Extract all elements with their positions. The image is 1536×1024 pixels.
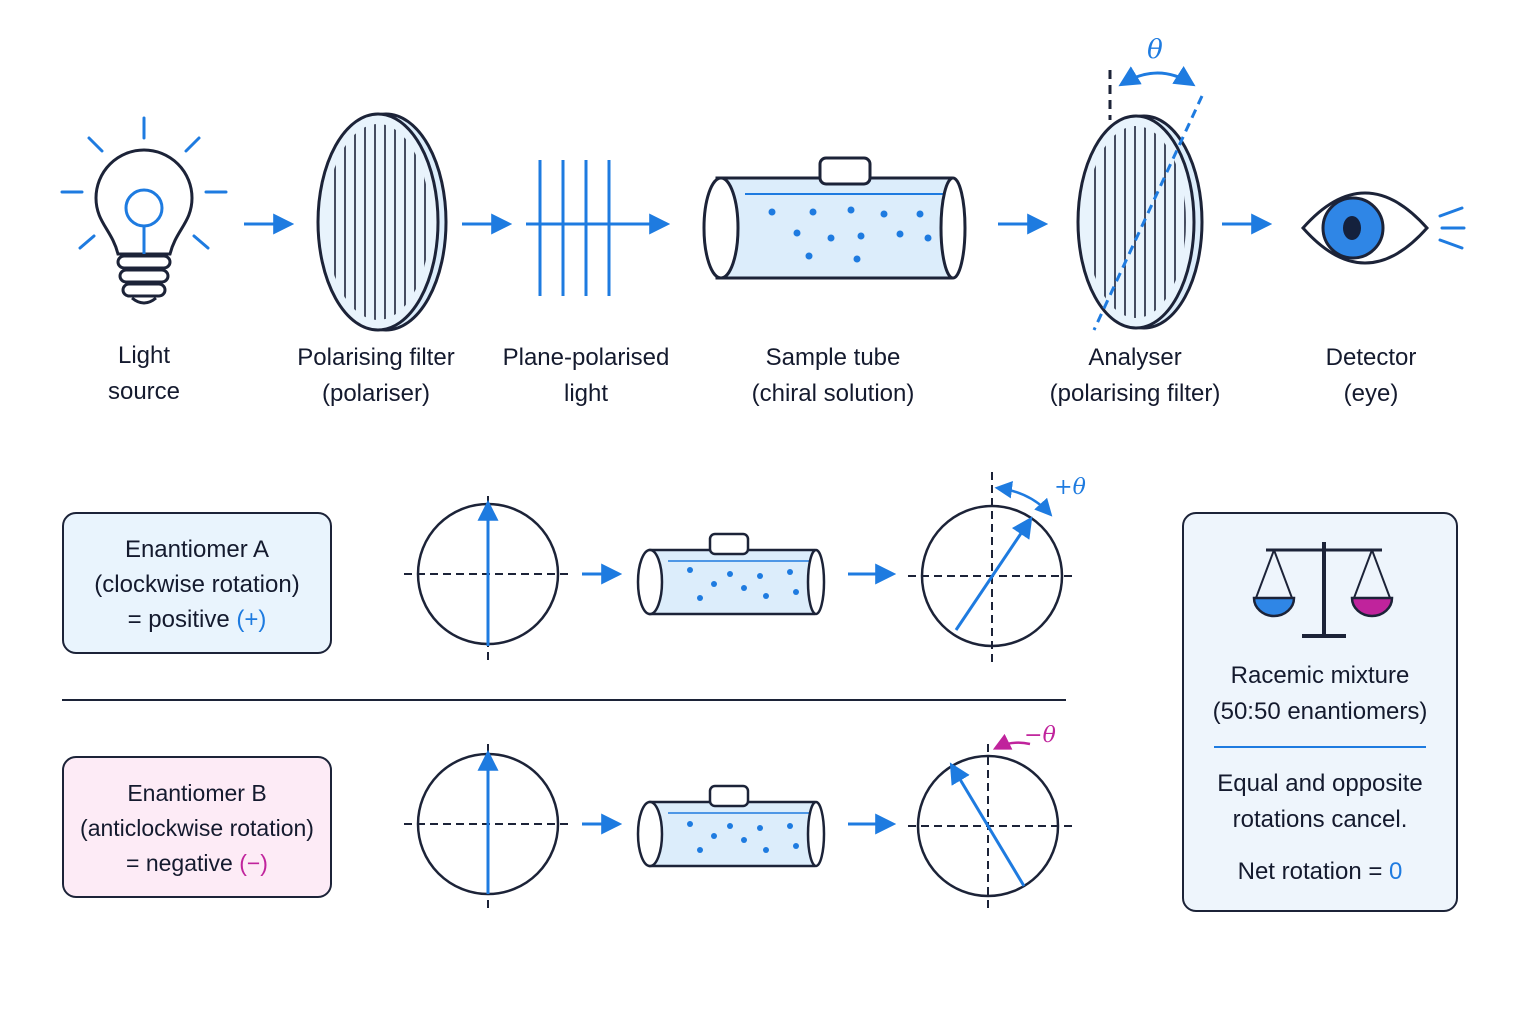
- step-label-line: source: [107, 378, 181, 405]
- sample-tube-small-b: [636, 784, 826, 868]
- step-label-sample-tube: Sample tube (chiral solution): [728, 340, 938, 412]
- sign-prefix: = positive: [127, 606, 230, 633]
- enantiomer-b-sign-line: = negative (−): [64, 846, 330, 881]
- step-label-line: Detector: [1325, 344, 1417, 371]
- step-label-line: (chiral solution): [751, 380, 915, 407]
- step-label-line: (polariser): [321, 380, 431, 407]
- racemic-title: Racemic mixture: [1230, 662, 1410, 689]
- enantiomer-b-card: Enantiomer B (anticlockwise rotation) = …: [62, 756, 332, 898]
- analyser-disc-icon: [1076, 66, 1204, 331]
- vertical-lines-icon: [526, 160, 671, 296]
- angle-symbol: θ: [1147, 35, 1163, 65]
- positive-angle-label: +θ: [1054, 475, 1086, 500]
- net-rotation-prefix: Net rotation =: [1237, 858, 1383, 885]
- racemic-mixture-card: Racemic mixture (50:50 enantiomers) Equa…: [1182, 512, 1458, 912]
- sign-prefix: = negative: [126, 850, 233, 876]
- racemic-subtitle: (50:50 enantiomers): [1212, 698, 1428, 725]
- initial-polarisation-circle-b: [404, 744, 572, 908]
- net-rotation-line: Net rotation = 0: [1184, 854, 1456, 890]
- sample-tube-small-a: [636, 532, 826, 616]
- step-label-line: Light: [117, 342, 171, 369]
- negative-sign: (−): [239, 850, 268, 876]
- enantiomer-b-rotation: (anticlockwise rotation): [80, 815, 314, 841]
- positive-sign: (+): [236, 606, 267, 633]
- enantiomer-a-title: Enantiomer A: [124, 536, 270, 563]
- enantiomer-a-rotation: (clockwise rotation): [94, 571, 300, 598]
- step-label-line: light: [563, 380, 609, 407]
- eye-icon: [1300, 191, 1466, 265]
- racemic-divider: [1214, 746, 1426, 748]
- step-label-line: Plane-polarised: [502, 344, 670, 371]
- racemic-body-line: Equal and opposite: [1217, 770, 1423, 797]
- balance-scale-icon: [1252, 542, 1394, 638]
- net-rotation-value: 0: [1389, 858, 1403, 885]
- rotated-polarisation-circle-b: [908, 733, 1076, 912]
- step-label-analyser: Analyser (polarising filter): [1030, 340, 1240, 412]
- step-label-light-source: Light source: [64, 338, 224, 410]
- enantiomer-a-sign-line: = positive (+): [64, 602, 330, 637]
- enantiomer-b-title: Enantiomer B: [127, 780, 267, 806]
- enantiomer-a-card: Enantiomer A (clockwise rotation) = posi…: [62, 512, 332, 654]
- sample-tube-icon: [702, 156, 967, 280]
- step-label-line: (polarising filter): [1049, 380, 1221, 407]
- step-label-line: Sample tube: [765, 344, 901, 371]
- racemic-body-line: rotations cancel.: [1232, 806, 1408, 833]
- step-label-line: Polarising filter: [297, 344, 455, 371]
- initial-polarisation-circle-a: [404, 496, 572, 660]
- step-label-detector: Detector (eye): [1296, 340, 1446, 412]
- polariser-disc-icon: [316, 112, 448, 332]
- step-label-polariser: Polarising filter (polariser): [276, 340, 476, 412]
- step-label-line: Analyser: [1088, 344, 1182, 371]
- step-label-line: (eye): [1343, 380, 1399, 407]
- negative-angle-label: −θ: [1024, 723, 1056, 748]
- light-bulb-icon: [60, 116, 228, 305]
- step-label-plane-polarised-light: Plane-polarised light: [491, 340, 681, 412]
- rotated-polarisation-circle-a: [908, 472, 1076, 664]
